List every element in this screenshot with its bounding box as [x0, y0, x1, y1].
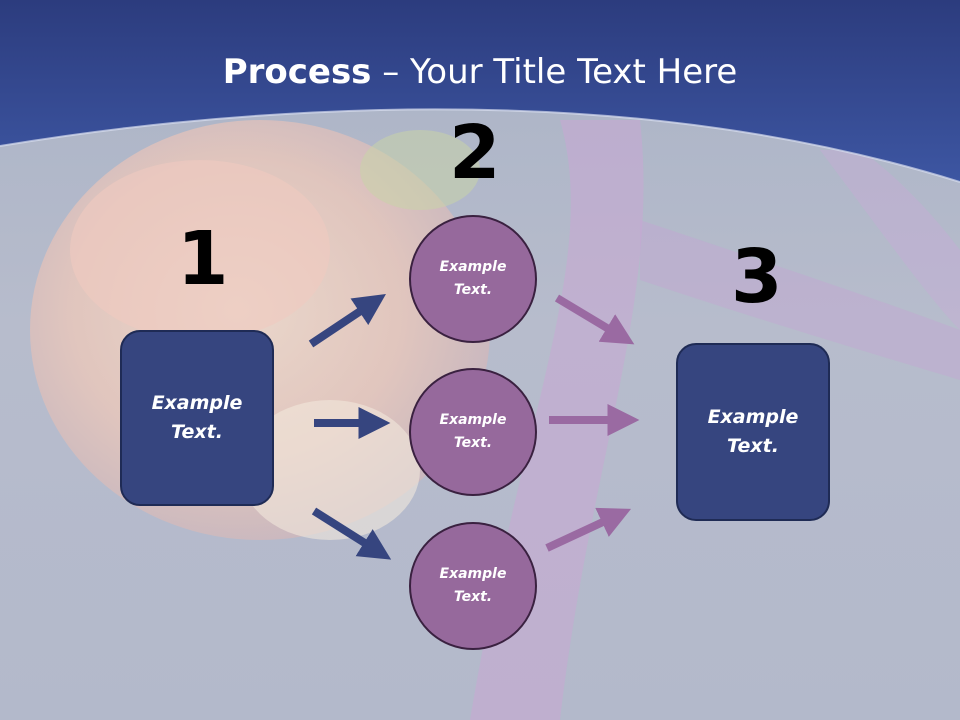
process-circle-middle: Example Text.: [409, 368, 537, 496]
step-number-1: 1: [177, 216, 229, 302]
process-circle-bottom-label: Example Text.: [439, 566, 507, 605]
process-box-right: Example Text.: [676, 343, 830, 521]
arrow-left-bottom: [311, 507, 392, 560]
process-circle-bottom: Example Text.: [409, 522, 537, 650]
title-rest: – Your Title Text Here: [371, 52, 738, 92]
title-bold: Process: [222, 52, 372, 92]
slide-title: Process – Your Title Text Here: [0, 52, 960, 92]
process-box-right-label: Example Text.: [707, 406, 799, 457]
arrow-right-top: [554, 294, 635, 345]
header-band: [0, 0, 960, 182]
process-circle-top-label: Example Text.: [439, 259, 507, 298]
process-box-left-label: Example Text.: [151, 392, 243, 443]
process-circle-middle-label: Example Text.: [439, 412, 507, 451]
arrow-right-bottom: [545, 507, 632, 552]
step-number-2: 2: [449, 110, 501, 196]
process-box-left: Example Text.: [120, 330, 274, 506]
arrow-left-top: [308, 294, 386, 348]
process-circle-top: Example Text.: [409, 215, 537, 343]
step-number-3: 3: [731, 234, 783, 320]
